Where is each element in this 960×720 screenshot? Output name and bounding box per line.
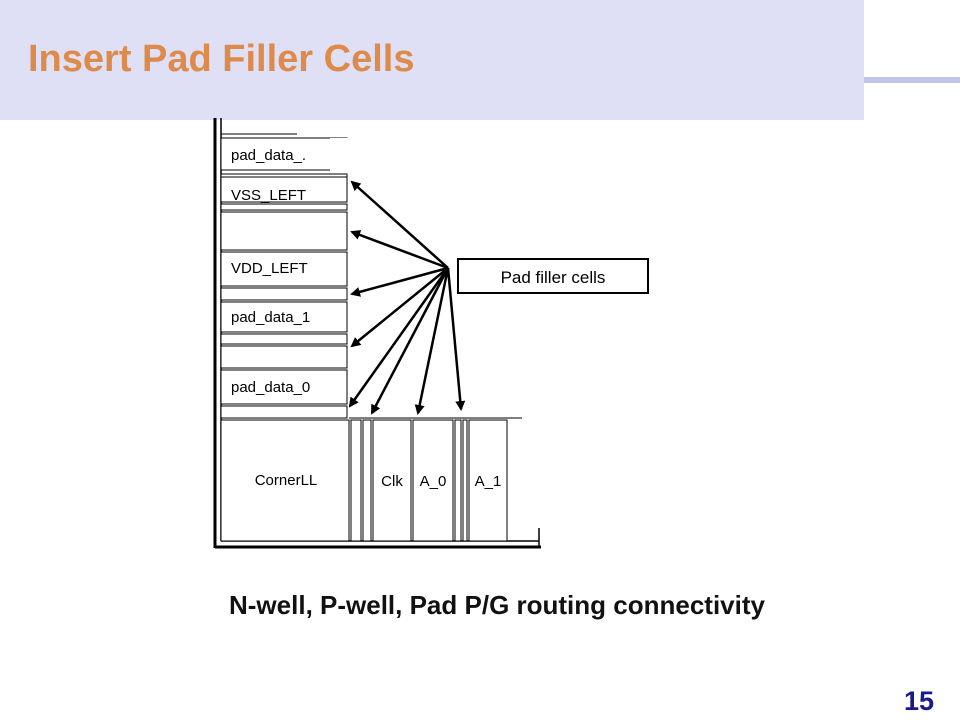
arrow-5 xyxy=(348,267,450,408)
filler-cell-5 xyxy=(220,345,348,369)
corner-label: CornerLL xyxy=(255,472,318,489)
filler-cell-b4 xyxy=(462,419,468,542)
pad-label-a1: A_1 xyxy=(475,473,502,490)
filler-cell-2 xyxy=(220,211,348,251)
filler-cell-6 xyxy=(220,405,348,419)
left-pad-column: pad_data_. VSS_LEFT VDD_LEFT pad_data_1 … xyxy=(220,133,348,419)
pad-label-vdd-left: VDD_LEFT xyxy=(231,260,308,277)
pad-cell-a1 xyxy=(468,419,508,542)
pad-label-a0: A_0 xyxy=(420,473,447,490)
pad-cell-data-0 xyxy=(220,369,348,405)
slide-title: Insert Pad Filler Cells xyxy=(28,38,415,80)
pad-cell-a0 xyxy=(412,419,454,542)
page-number: 15 xyxy=(904,686,935,716)
bottom-pad-row: Clk A_0 A_1 xyxy=(349,417,522,542)
pad-cell-data-1 xyxy=(220,301,348,333)
title-band xyxy=(0,0,864,120)
callout-label: Pad filler cells xyxy=(501,268,606,287)
pad-label-data-0: pad_data_0 xyxy=(231,379,310,396)
arrow-6 xyxy=(370,267,450,415)
pad-cell-vss-left xyxy=(220,173,348,203)
title-rule xyxy=(864,77,960,83)
callout-arrows xyxy=(348,180,466,415)
pad-label-vss-left: VSS_LEFT xyxy=(231,187,306,204)
filler-cell-b3 xyxy=(454,419,462,542)
filler-cell-b1 xyxy=(350,419,362,542)
pad-cell-clk xyxy=(372,419,412,542)
pad-label-data-1: pad_data_1 xyxy=(231,309,310,326)
filler-cell-1 xyxy=(220,203,348,211)
arrow-8 xyxy=(446,267,466,411)
filler-cell-4 xyxy=(220,333,348,345)
pad-label-clk: Clk xyxy=(381,473,403,490)
arrow-4 xyxy=(350,267,449,348)
pad-cell-vdd-left xyxy=(220,251,348,287)
corner-cell: CornerLL xyxy=(220,419,350,542)
filler-cell-b2 xyxy=(362,419,372,542)
callout-box: Pad filler cells xyxy=(457,258,649,294)
pad-label-data-2: pad_data_. xyxy=(231,147,306,164)
arrow-7 xyxy=(414,267,450,415)
slide-caption: N-well, P-well, Pad P/G routing connecti… xyxy=(229,590,765,620)
arrow-1 xyxy=(350,180,449,269)
filler-cell-3 xyxy=(220,287,348,301)
arrow-3 xyxy=(350,266,449,297)
arrow-2 xyxy=(350,230,449,270)
pad-cell-data-2 xyxy=(220,137,348,171)
